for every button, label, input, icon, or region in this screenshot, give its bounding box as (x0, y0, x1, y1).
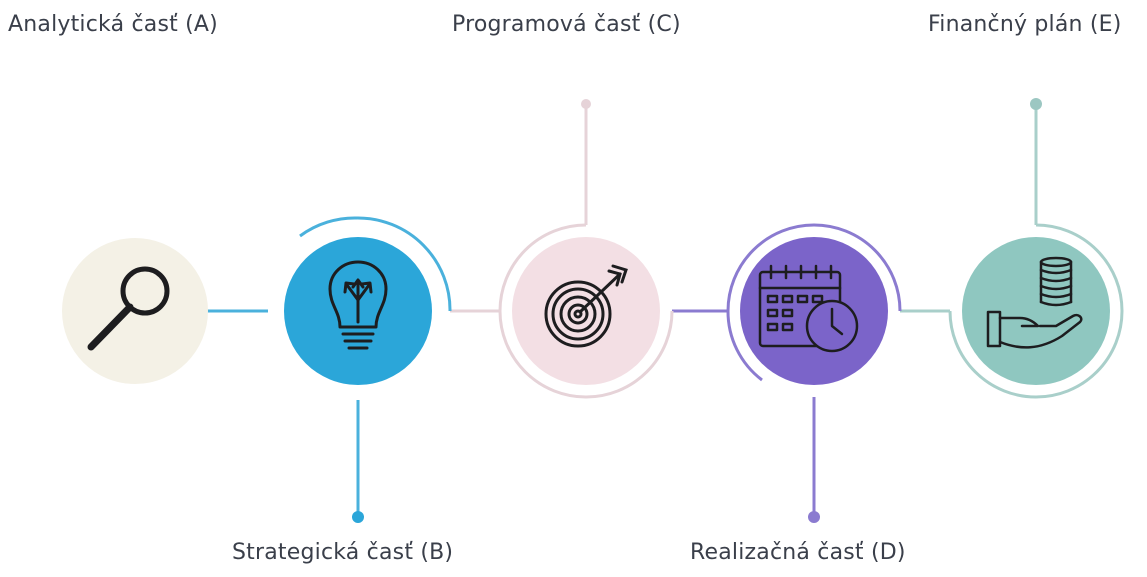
step-e-node (948, 223, 1124, 399)
calendar-clock-icon (758, 264, 859, 353)
step-a-node (62, 238, 208, 384)
step-c-node (498, 223, 674, 399)
step-b-label: Strategická časť (B) (232, 540, 454, 565)
connector-e-dot (1030, 98, 1042, 110)
step-e-label: Finančný plán (E) (928, 12, 1122, 37)
step-d-node (726, 223, 902, 385)
connector-d-dot (808, 511, 820, 523)
connector-b-dot (352, 511, 364, 523)
target-icon (544, 264, 628, 348)
step-a-label: Analytická časť (A) (8, 12, 218, 37)
magnifier-icon (87, 266, 170, 351)
step-c-label: Programová časť (C) (452, 12, 681, 37)
step-d-label: Realizačná časť (D) (690, 540, 906, 565)
hand-coins-icon (986, 256, 1083, 349)
lightbulb-icon (328, 260, 388, 350)
step-b-node (284, 216, 452, 385)
connector-c-dot (581, 99, 591, 109)
